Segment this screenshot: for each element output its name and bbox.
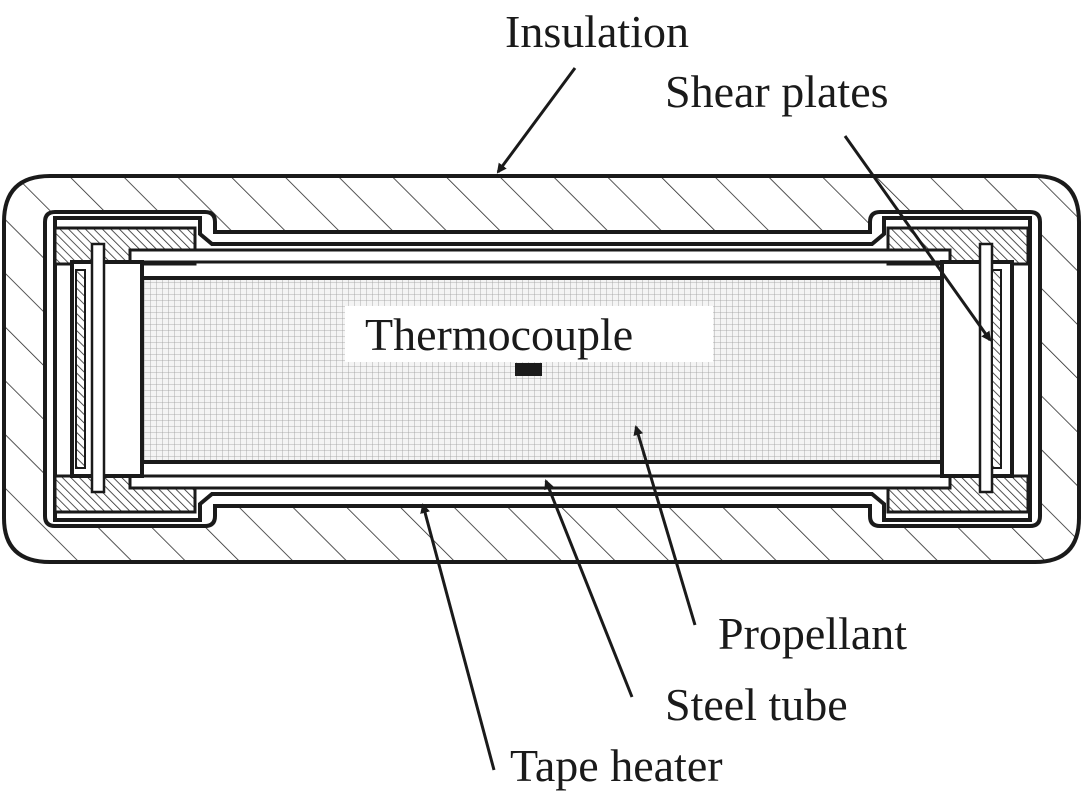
steel-tube-bottom-wall (128, 474, 952, 490)
shear-plate-left (75, 269, 86, 469)
insulation-label: Insulation (505, 6, 689, 57)
tape-heater-label: Tape heater (510, 740, 723, 791)
bolt-left (90, 242, 106, 494)
bolt-right (978, 242, 994, 494)
shear-plates-arrow (843, 135, 992, 342)
thermocouple-marker (515, 363, 542, 376)
steel-tube-label: Steel tube (665, 679, 848, 730)
steel-tube-top-wall (128, 248, 952, 264)
shear-plates-label: Shear plates (665, 66, 889, 117)
insulation-body (2, 174, 1081, 564)
propellant-label: Propellant (718, 608, 907, 659)
insulation-arrow (496, 67, 577, 174)
propellant-arrow (633, 425, 697, 626)
thermocouple-label: Thermocouple (365, 309, 633, 360)
tape-heater-arrow (420, 503, 496, 771)
shear-plate-right (991, 269, 1002, 469)
thermocouple-label-bg (345, 306, 713, 362)
steel-tube-arrow (544, 479, 634, 698)
